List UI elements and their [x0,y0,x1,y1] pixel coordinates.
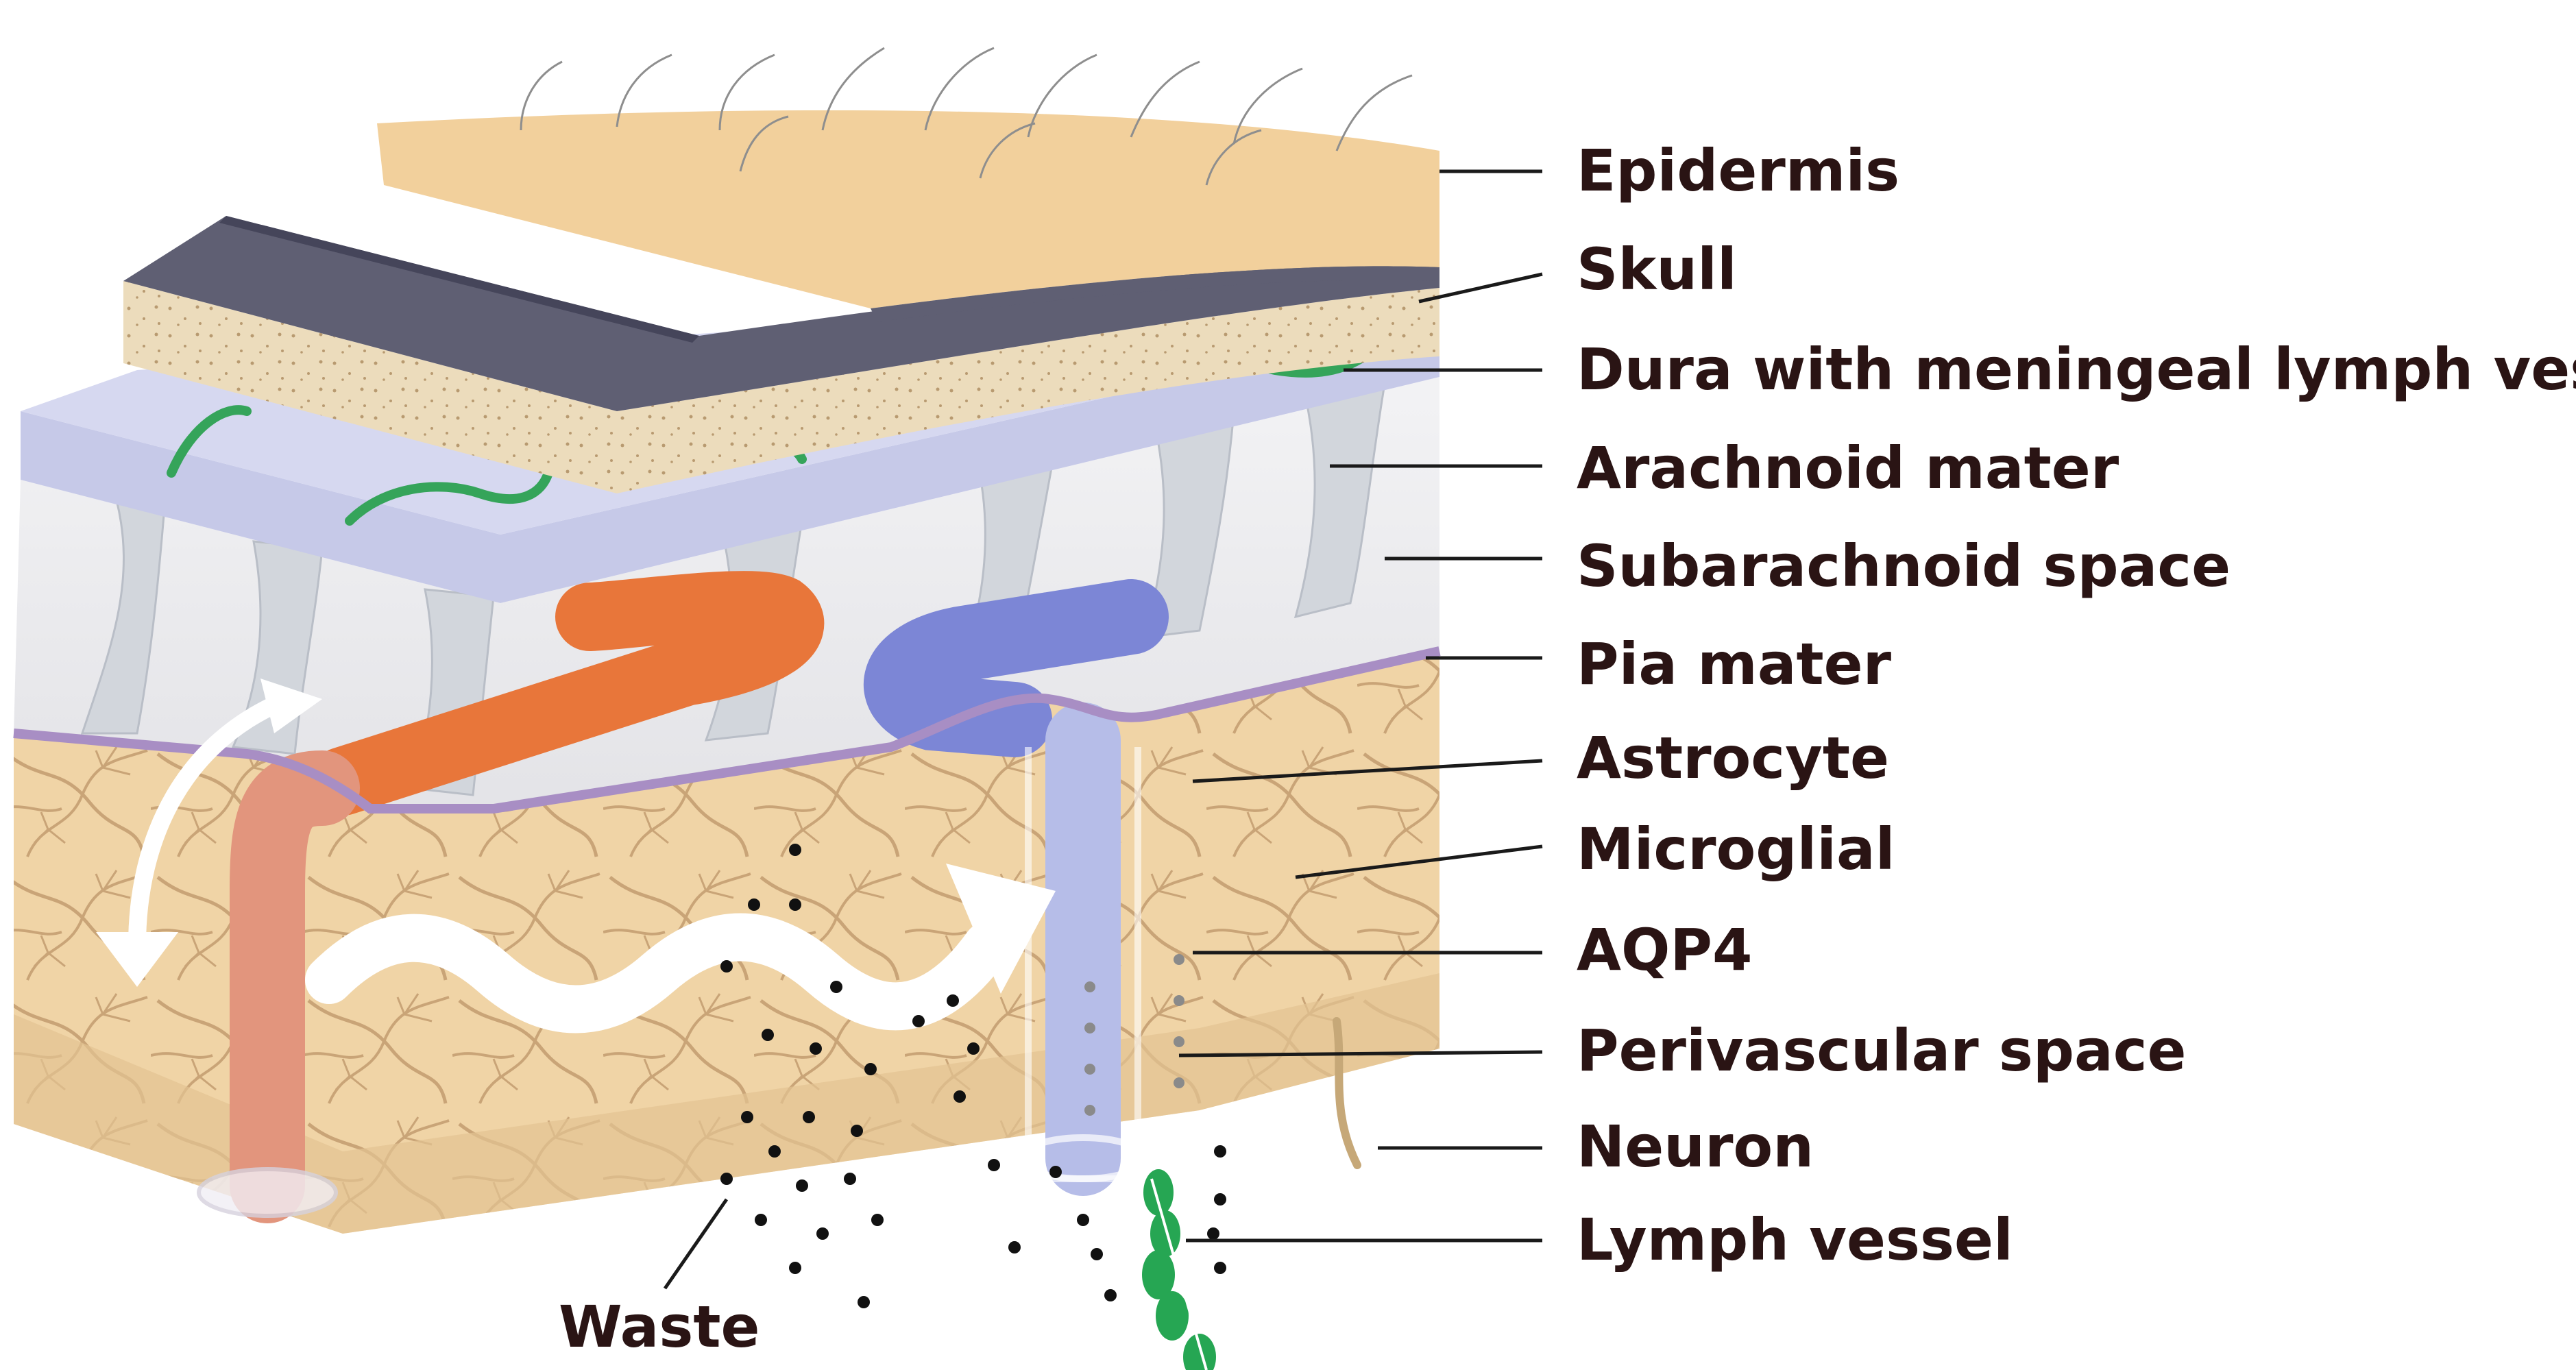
label-astrocyte: Astrocyte [1577,724,1889,792]
pia-mater [13,646,1441,814]
white-wave-arrow-icon [305,864,1056,1033]
label-microglial: Microglial [1577,816,1895,883]
white-curved-arrow-icon [96,678,322,987]
lymph-vessel [1142,1169,1216,1370]
black-dot-icon [720,844,1226,1308]
label-waste: Waste [559,1293,760,1360]
neuron-fiber [1333,1017,1361,1169]
label-aqp4: AQP4 [1577,916,1752,983]
perivascular-sheath [197,747,1148,1218]
label-skull: Skull [1577,236,1737,303]
label-arachnoid-mater: Arachnoid mater [1577,435,2119,502]
label-lymph-vessel: Lymph vessel [1577,1206,2013,1273]
label-dura: Dura with meningeal lymph vessels [1577,336,2576,403]
aqp4-dots [1084,954,1184,1116]
leader-lines [663,169,1543,1290]
epidermis [377,47,1439,322]
skull [123,216,1439,493]
artery [230,571,825,1223]
label-neuron: Neuron [1577,1113,1814,1180]
vein [864,579,1169,1196]
label-pia-mater: Pia mater [1577,631,1892,698]
label-perivascular-space: Perivascular space [1577,1017,2187,1084]
label-subarachnoid-space: Subarachnoid space [1577,533,2231,600]
labels: Epidermis Skull Dura with meningeal lymp… [559,137,2576,1360]
hair [520,47,1413,186]
label-epidermis: Epidermis [1577,137,1899,204]
